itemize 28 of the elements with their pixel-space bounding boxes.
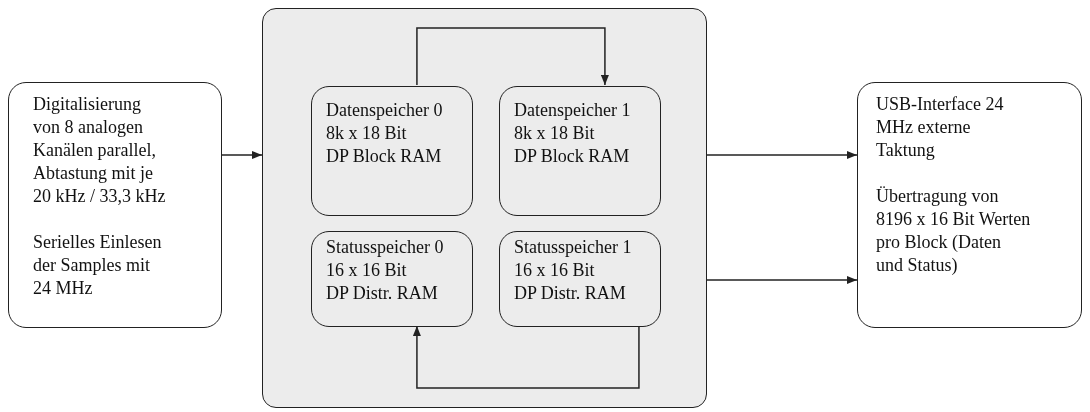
memory-box	[311, 86, 473, 216]
interface-box	[857, 82, 1082, 328]
node-text: 8k x 18 Bit	[514, 122, 596, 145]
memory-box	[499, 86, 661, 216]
node-text: 8k x 18 Bit	[326, 122, 408, 145]
node-text: Digitalisierung von 8 analogen Kanälen parallel, Abtastung mit je 20 kHz / 33,3 kHz	[33, 93, 167, 208]
node-text: Datenspeicher 1	[514, 99, 632, 122]
node-text: USB-Interface 24 MHz externe Taktung	[876, 93, 1005, 162]
node-text: Datenspeicher 0	[326, 99, 444, 122]
node-text: DP Block RAM	[326, 145, 443, 168]
arrow	[706, 276, 858, 284]
memory-box	[311, 231, 473, 327]
node-text: Statusspeicher 1	[514, 236, 633, 259]
input-box	[8, 82, 222, 328]
arrow	[706, 151, 858, 159]
arrow	[221, 151, 263, 159]
node-text: Statusspeicher 0	[326, 236, 445, 259]
node-text: DP Distr. RAM	[326, 282, 439, 305]
arrow	[412, 325, 640, 389]
fpga-panel	[262, 8, 707, 408]
node-text: DP Distr. RAM	[514, 282, 627, 305]
arrow	[416, 27, 609, 86]
node-text: 16 x 16 Bit	[514, 259, 596, 282]
node-text: Serielles Einlesen der Samples mit 24 MHz	[33, 231, 163, 300]
memory-box	[499, 231, 661, 327]
node-text: Übertragung von 8196 x 16 Bit Werten pro Block (Daten und Status)	[876, 185, 1032, 277]
node-text: DP Block RAM	[514, 145, 631, 168]
node-text: 16 x 16 Bit	[326, 259, 408, 282]
